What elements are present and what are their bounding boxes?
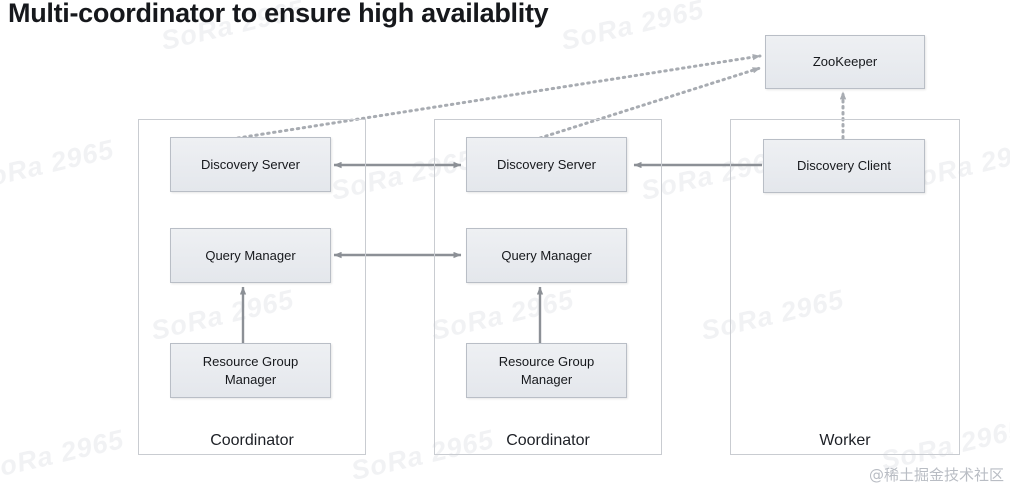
node-resource-group-manager-2-label-line2: Manager (520, 371, 573, 387)
attribution-watermark: @稀土掘金技术社区 (868, 466, 1004, 484)
node-resource-group-manager-2[interactable]: Resource Group Manager (466, 343, 627, 398)
panel-coordinator-1-label: Coordinator (210, 432, 294, 449)
background-watermark: SoRa 2965 (558, 0, 707, 57)
background-watermark: SoRa 2965 (0, 424, 127, 487)
node-resource-group-manager-1-label-line1: Resource Group (202, 353, 299, 369)
node-query-manager-2-label: Query Manager (501, 247, 592, 263)
panel-coordinator-2-label: Coordinator (506, 432, 590, 449)
node-zookeeper-label: ZooKeeper (812, 54, 878, 70)
node-resource-group-manager-1-label-line2: Manager (224, 371, 277, 387)
node-query-manager-2[interactable]: Query Manager (466, 228, 627, 283)
page-title: Multi-coordinator to ensure high availab… (8, 0, 549, 28)
panel-worker-label: Worker (819, 432, 871, 449)
node-discovery-server-2-label: Discovery Server (497, 156, 596, 172)
node-query-manager-1-label: Query Manager (205, 247, 296, 263)
node-resource-group-manager-2-label-line1: Resource Group (498, 353, 595, 369)
panel-coordinator-1 (138, 119, 366, 455)
background-watermark: SoRa 2965 (0, 134, 117, 197)
panel-worker (730, 119, 960, 455)
node-discovery-client[interactable]: Discovery Client (763, 139, 925, 193)
node-query-manager-1[interactable]: Query Manager (170, 228, 331, 283)
node-discovery-client-label: Discovery Client (797, 158, 891, 174)
node-resource-group-manager-1[interactable]: Resource Group Manager (170, 343, 331, 398)
node-zookeeper[interactable]: ZooKeeper (765, 35, 925, 89)
node-discovery-server-1-label: Discovery Server (201, 156, 300, 172)
panel-coordinator-2 (434, 119, 662, 455)
node-discovery-server-1[interactable]: Discovery Server (170, 137, 331, 192)
node-discovery-server-2[interactable]: Discovery Server (466, 137, 627, 192)
